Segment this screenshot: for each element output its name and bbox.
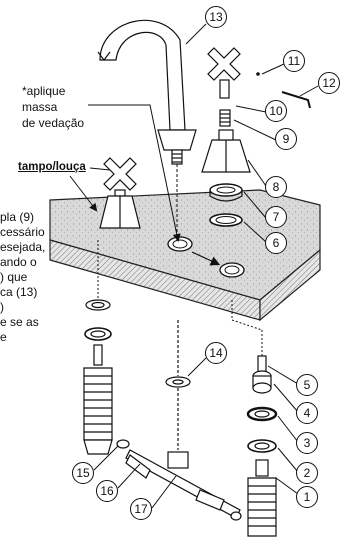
callout-13: 13 bbox=[205, 6, 227, 28]
side-text-line: pla (9) bbox=[0, 210, 35, 224]
callout-8: 8 bbox=[265, 176, 287, 198]
sealant-note-line1: *aplique bbox=[22, 84, 66, 98]
sealant-note-line3: de vedação bbox=[22, 116, 85, 130]
callout-4: 4 bbox=[296, 402, 318, 424]
callout-6: 6 bbox=[265, 232, 287, 254]
callout-10: 10 bbox=[265, 100, 287, 122]
callout-5: 5 bbox=[296, 374, 318, 396]
side-text-line: ) que bbox=[0, 270, 28, 284]
right-lower-assembly bbox=[246, 355, 278, 537]
side-text-line: cessário bbox=[0, 225, 45, 239]
spout-shank bbox=[165, 320, 191, 450]
side-text-line: esejada, bbox=[0, 240, 46, 254]
side-text-line: e se as bbox=[0, 315, 39, 329]
side-text-line: e bbox=[0, 330, 7, 344]
callout-17: 17 bbox=[130, 498, 152, 520]
callout-12: 12 bbox=[318, 72, 340, 94]
left-handle-assembly bbox=[99, 157, 141, 229]
callout-7: 7 bbox=[265, 206, 287, 228]
left-lower-assembly bbox=[83, 299, 113, 455]
countertop-label: tampo/louça bbox=[18, 161, 86, 173]
callout-leaders bbox=[93, 23, 319, 509]
right-handle bbox=[207, 47, 241, 99]
callout-15: 15 bbox=[72, 462, 94, 484]
callout-1: 1 bbox=[296, 486, 318, 508]
callout-3: 3 bbox=[296, 432, 318, 454]
side-text-line: ca (13) bbox=[0, 285, 38, 299]
callout-14: 14 bbox=[205, 342, 227, 364]
callout-16: 16 bbox=[96, 480, 118, 502]
spout bbox=[97, 19, 197, 165]
right-body bbox=[201, 129, 251, 173]
callout-9: 9 bbox=[275, 128, 297, 150]
cartridge bbox=[219, 109, 231, 127]
side-text-line: ando o bbox=[0, 255, 37, 269]
callout-11: 11 bbox=[283, 50, 305, 72]
side-text-line: ) bbox=[0, 300, 4, 314]
sealant-note-line2: massa bbox=[22, 100, 58, 114]
callout-2: 2 bbox=[296, 462, 318, 484]
